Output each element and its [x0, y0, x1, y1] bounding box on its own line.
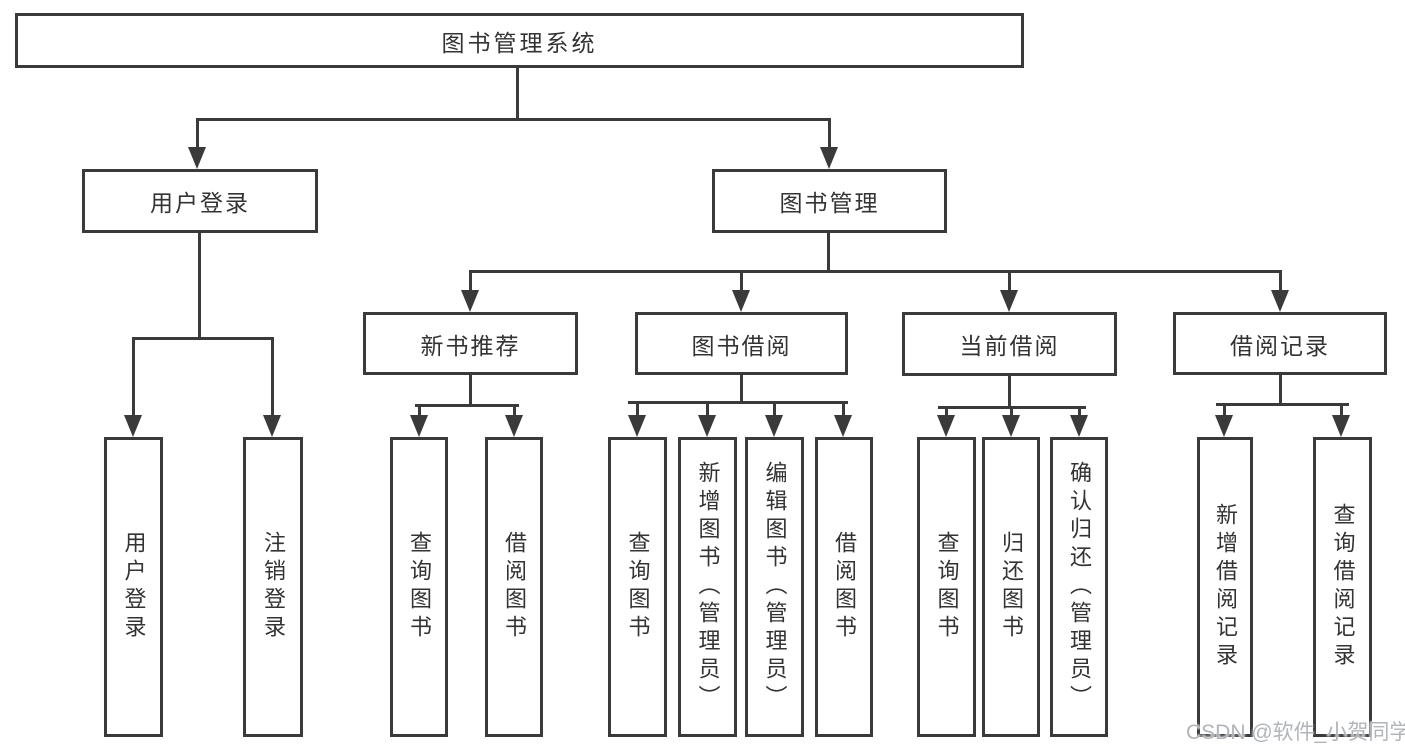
connector-user-login-drop-line [196, 118, 199, 150]
leaf-label: 编辑图书（管理员） [762, 461, 788, 713]
leaf-label: 用户登录 [121, 531, 147, 643]
connector-root-stem-line [516, 68, 519, 118]
connector-rec-borrow-drop-line [513, 404, 516, 417]
connector-borrowing-stem-line [740, 375, 743, 404]
leaf-label: 新增图书（管理员） [695, 461, 721, 713]
connector-current-drop-line [1008, 270, 1011, 292]
arrowhead-records [1271, 290, 1289, 312]
leaf-label: 查询图书 [934, 531, 960, 643]
leaf-records-add-record: 新增借阅记录 [1197, 437, 1253, 737]
leaf-label: 注销登录 [261, 531, 286, 643]
leaf-current-confirm-return-admin: 确认归还（管理员） [1050, 437, 1108, 737]
node-new-book-recommendation: 新书推荐 [363, 312, 578, 375]
node-label: 当前借阅 [959, 333, 1060, 359]
node-book-borrowing: 图书借阅 [635, 312, 848, 375]
leaf-recommend-borrow-books: 借阅图书 [485, 437, 543, 737]
connector-recd-add-drop-line [1223, 403, 1226, 417]
leaf-label: 新增借阅记录 [1213, 503, 1238, 671]
connector-bor-borrow-drop-line [842, 401, 845, 417]
arrowhead-user-login [188, 147, 206, 169]
leaf-current-query-books: 查询图书 [917, 437, 976, 737]
leaf-label: 查询图书 [625, 531, 651, 643]
node-label: 借阅记录 [1230, 332, 1330, 359]
arrowhead-bor-query [628, 415, 646, 437]
connector-cur-query-drop-line [945, 406, 948, 417]
node-current-borrowing: 当前借阅 [902, 312, 1117, 376]
connector-bor-edit-drop-line [773, 401, 776, 417]
csdn-watermark: CSDN @软件_小贺同学 [1186, 721, 1405, 744]
node-user-login: 用户登录 [82, 169, 318, 233]
connector-cur-return-drop-line [1010, 406, 1013, 417]
node-borrowing-records: 借阅记录 [1173, 312, 1387, 375]
leaf-borrowing-query-books: 查询图书 [608, 437, 667, 737]
connector-root-branch-line [196, 118, 830, 121]
connector-leaf-login-drop-line [132, 337, 135, 417]
connector-mgmt-stem-line [827, 233, 830, 273]
connector-recd-query-drop-line [1340, 403, 1343, 417]
leaf-borrowing-add-books-admin: 新增图书（管理员） [678, 437, 737, 737]
connector-recommend-drop-line [469, 270, 472, 292]
leaf-label: 查询借阅记录 [1330, 503, 1356, 671]
arrowhead-leaf-login [124, 415, 142, 437]
leaf-borrowing-borrow-books: 借阅图书 [815, 437, 873, 737]
leaf-recommend-query-books: 查询图书 [390, 437, 448, 737]
leaf-label: 确认归还（管理员） [1067, 461, 1092, 713]
arrowhead-rec-query [410, 415, 428, 437]
connector-records-branch-line [1216, 403, 1349, 406]
connector-current-stem-line [1008, 376, 1011, 409]
leaf-label: 查询图书 [407, 531, 432, 643]
connector-records-stem-line [1279, 375, 1282, 406]
leaf-logout: 注销登录 [243, 437, 303, 737]
connector-book-mgmt-drop-line [828, 118, 831, 150]
arrowhead-leaf-logout [263, 415, 281, 437]
connector-borrowing-drop-line [740, 270, 743, 292]
leaf-borrowing-edit-books-admin: 编辑图书（管理员） [745, 437, 804, 737]
leaf-label: 借阅图书 [832, 531, 857, 643]
arrowhead-cur-return [1002, 415, 1020, 437]
connector-login-stem-line [198, 233, 201, 337]
arrowhead-recd-add [1215, 415, 1233, 437]
connector-rec-query-drop-line [418, 404, 421, 417]
arrowhead-bor-borrow [834, 415, 852, 437]
connector-bor-query-drop-line [636, 401, 639, 417]
node-label: 图书借阅 [691, 332, 792, 359]
connector-borrowing-branch-line [628, 401, 848, 404]
connector-recommend-branch-line [415, 404, 519, 407]
arrowhead-bor-edit [765, 415, 783, 437]
arrowhead-recd-query [1332, 415, 1350, 437]
node-label: 新书推荐 [420, 332, 521, 359]
node-book-management: 图书管理 [712, 169, 947, 233]
node-label: 用户登录 [150, 190, 250, 216]
leaf-current-return-books: 归还图书 [982, 437, 1040, 737]
arrowhead-recommend [461, 290, 479, 312]
node-label: 图书管理 [779, 190, 880, 216]
leaf-user-login: 用户登录 [104, 437, 163, 737]
connector-leaf-logout-drop-line [271, 337, 274, 417]
connector-cur-confirm-drop-line [1078, 406, 1081, 417]
node-label: 图书管理系统 [441, 29, 598, 56]
leaf-records-query-record: 查询借阅记录 [1313, 437, 1372, 737]
connector-recommend-stem-line [469, 375, 472, 407]
arrowhead-borrowing [732, 290, 750, 312]
leaf-label: 归还图书 [999, 531, 1024, 643]
connector-login-branch-line [132, 337, 274, 340]
leaf-label: 借阅图书 [502, 531, 527, 643]
arrowhead-bor-add [698, 415, 716, 437]
node-library-management-system: 图书管理系统 [15, 13, 1024, 68]
connector-records-drop-line [1279, 270, 1282, 292]
connector-mgmt-branch-line [469, 270, 1281, 273]
arrowhead-rec-borrow [505, 415, 523, 437]
connector-bor-add-drop-line [706, 401, 709, 417]
arrowhead-cur-confirm [1070, 415, 1088, 437]
arrowhead-cur-query [937, 415, 955, 437]
arrowhead-book-mgmt [820, 147, 838, 169]
arrowhead-current [1000, 290, 1018, 312]
